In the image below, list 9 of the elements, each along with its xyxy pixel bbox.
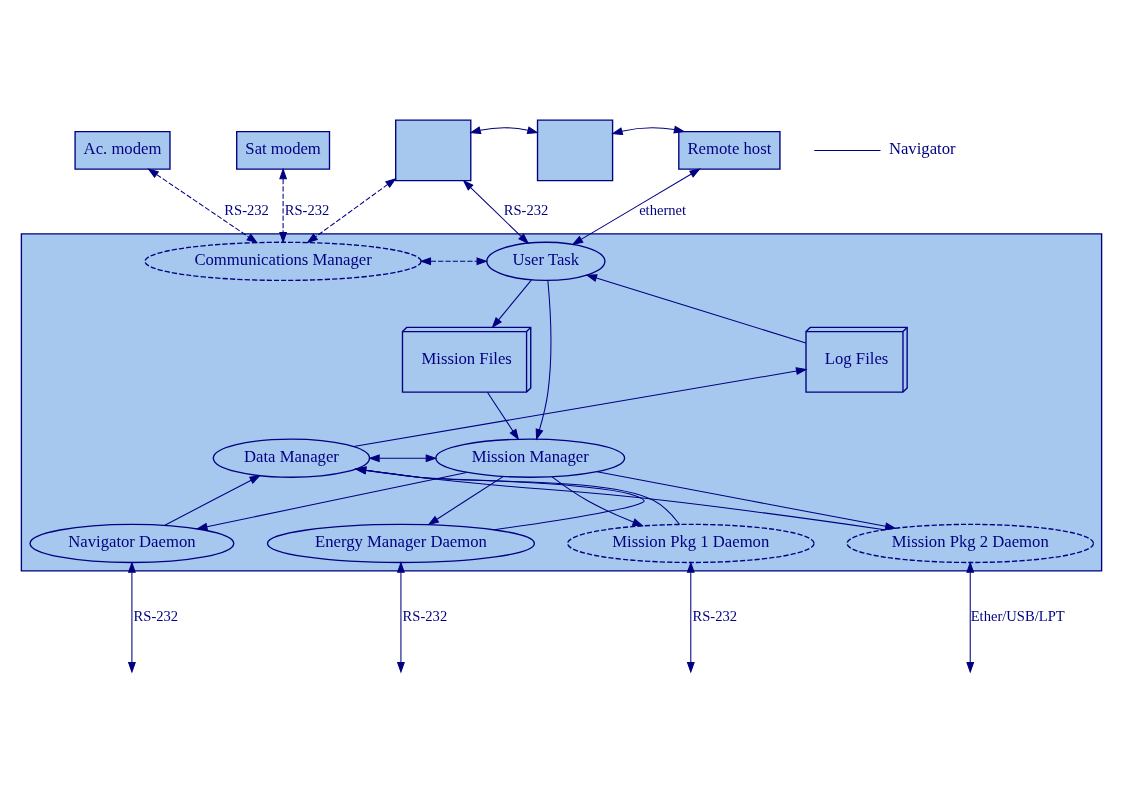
edge-label: RS-232 bbox=[402, 607, 448, 624]
legend-label: Navigator bbox=[888, 138, 956, 158]
edge-label: RS-232 bbox=[284, 201, 330, 218]
edge-label: RS-232 bbox=[133, 607, 179, 624]
edge-label: Ether/USB/LPT bbox=[970, 607, 1065, 624]
edge-label: RS-232 bbox=[503, 201, 549, 218]
edge-label: ethernet bbox=[639, 201, 687, 218]
edge-label: RS-232 bbox=[224, 201, 269, 218]
edge-label: RS-232 bbox=[692, 607, 738, 624]
